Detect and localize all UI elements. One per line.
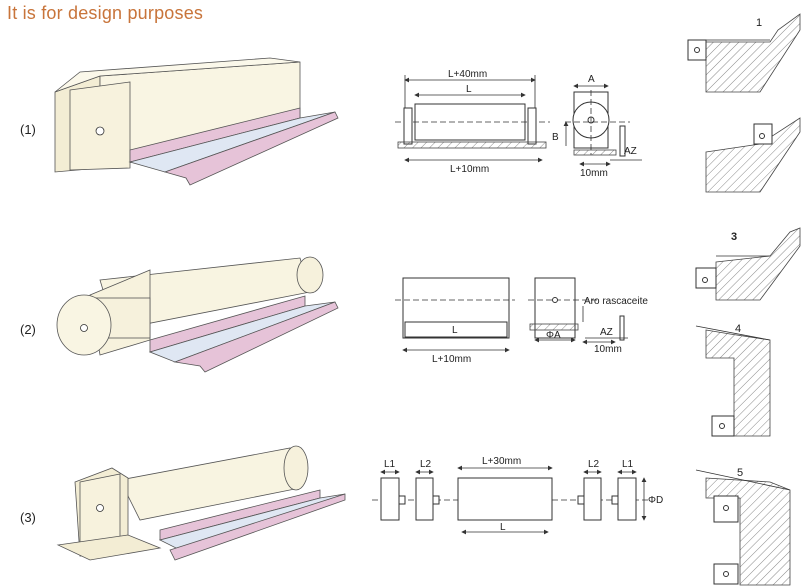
row-label-1: (1) — [20, 122, 36, 137]
section-4-label: 4 — [735, 323, 741, 335]
section-5-label: 5 — [737, 467, 743, 479]
technical-drawing-3: L1 L2 L+30mm L L2 L1 ΦD — [372, 456, 663, 535]
dim-phid: ΦD — [648, 495, 663, 506]
dim-az-2: AZ — [600, 327, 613, 338]
dim-l40: L+40mm — [448, 69, 487, 80]
section-1: 1 — [687, 13, 801, 93]
dim-l10-2: L+10mm — [432, 354, 471, 365]
dim-l10: L+10mm — [450, 164, 489, 175]
technical-drawing-1: L+40mm L L+10mm A B AZ 10mm — [395, 69, 642, 179]
dim-b: B — [552, 132, 559, 143]
dim-l-3: L — [500, 522, 506, 533]
dim-phia: ΦA — [546, 330, 561, 341]
section-5: 5 — [695, 467, 791, 586]
label-aro: Aro rascaceite — [584, 296, 648, 307]
illustration-2 — [56, 256, 339, 373]
dim-l30: L+30mm — [482, 456, 521, 467]
dim-l2-left: L2 — [420, 459, 432, 470]
dim-10mm-2: 10mm — [594, 344, 622, 355]
dim-l-2: L — [452, 325, 458, 336]
illustration-1 — [54, 57, 339, 186]
dim-l1-right: L1 — [622, 459, 634, 470]
dim-az: AZ — [624, 146, 637, 157]
dim-l: L — [466, 84, 472, 95]
row-label-2: (2) — [20, 322, 36, 337]
dim-l1-left: L1 — [384, 459, 396, 470]
section-2 — [705, 117, 801, 193]
section-4: 4 — [695, 323, 771, 437]
technical-drawing-2: L L+10mm ΦA Aro rascaceite AZ 10mm — [395, 277, 648, 365]
section-3-label: 3 — [731, 231, 737, 243]
dim-l2-right: L2 — [588, 459, 600, 470]
section-3: 3 — [695, 227, 801, 301]
dim-a: A — [588, 74, 595, 85]
row-label-3: (3) — [20, 510, 36, 525]
dim-10mm-1: 10mm — [580, 168, 608, 179]
page-title: It is for design purposes — [7, 3, 204, 23]
section-1-label: 1 — [756, 17, 762, 29]
illustration-3 — [56, 445, 346, 561]
